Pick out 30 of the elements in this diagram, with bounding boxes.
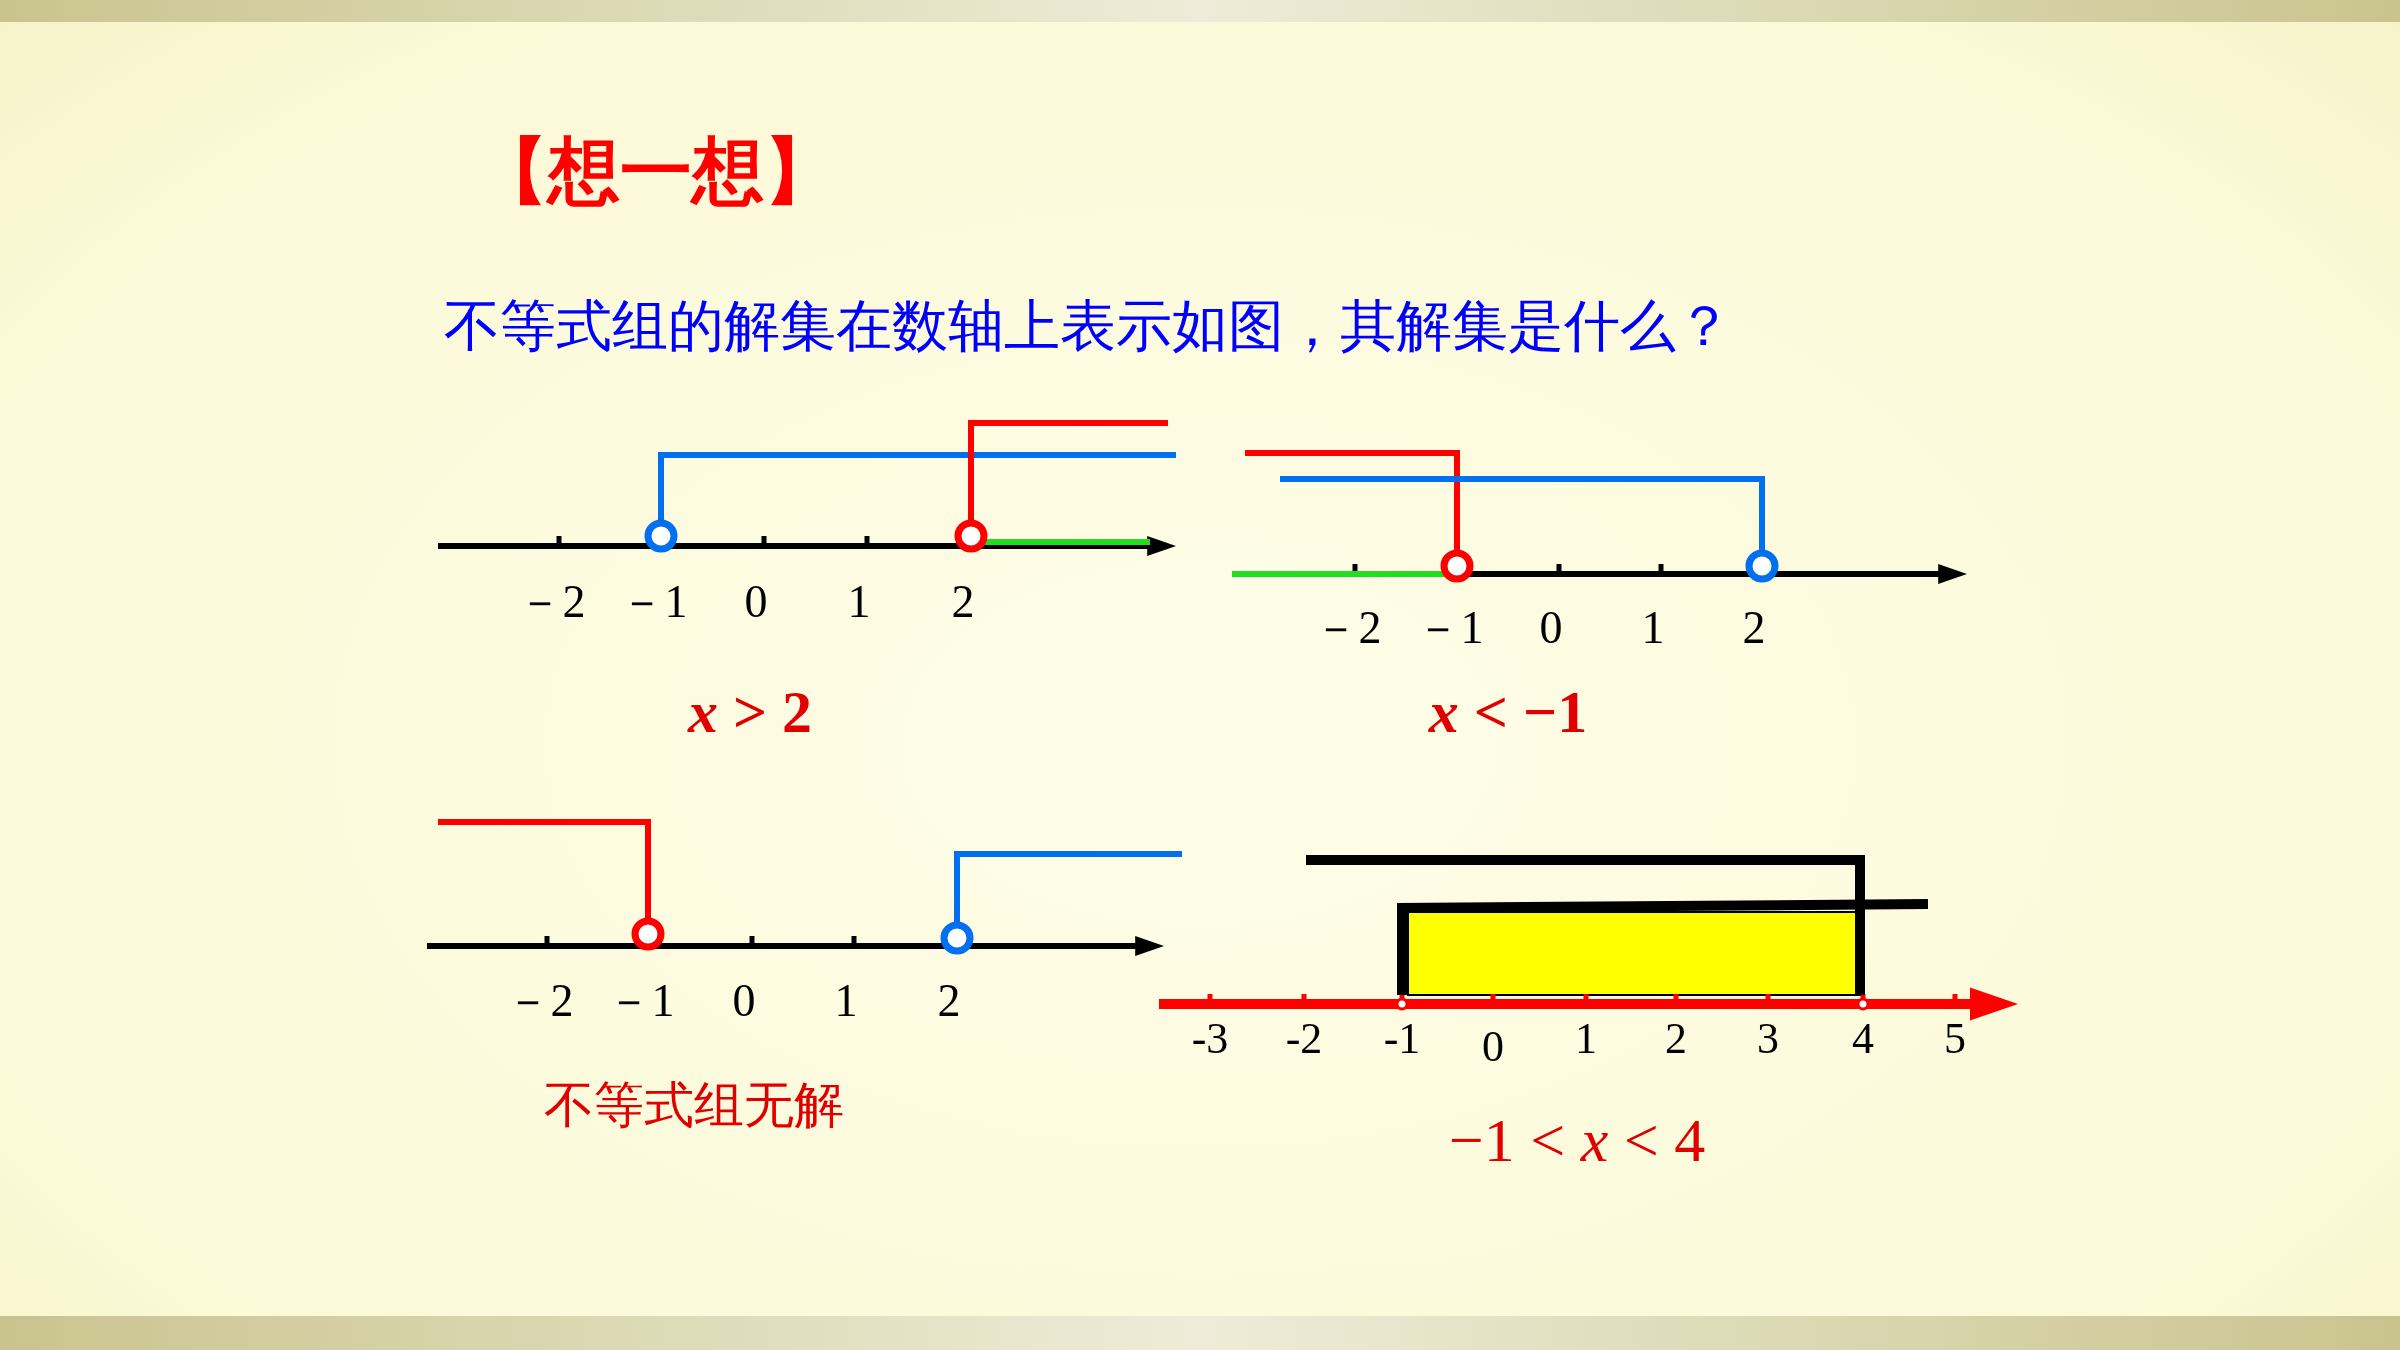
tick-label: 0 [1539, 605, 1563, 651]
tick-label: 2 [1742, 605, 1766, 651]
tick-label: －1 [1414, 605, 1484, 651]
tick-label: 5 [1944, 1017, 1966, 1061]
tick-label: -2 [1285, 1017, 1323, 1061]
tick-label: 2 [1665, 1017, 1687, 1061]
title: 【想一想】 [476, 135, 836, 207]
tick-label: －2 [516, 579, 586, 625]
tick-label: 1 [847, 579, 871, 625]
answer-text: x > 2 [687, 682, 813, 742]
answer-text: x < −1 [1428, 682, 1588, 742]
tick-label: 0 [1482, 1025, 1504, 1069]
tick-label: 3 [1757, 1017, 1779, 1061]
tick-label: －2 [504, 978, 574, 1024]
tick-label: 2 [937, 978, 961, 1024]
tick-label: -3 [1191, 1017, 1229, 1061]
tick-label: 2 [951, 579, 975, 625]
tick-label: 1 [1641, 605, 1665, 651]
answer-text: −1 < x < 4 [1448, 1109, 1706, 1171]
tick-label: 0 [744, 579, 768, 625]
tick-label: －1 [605, 978, 675, 1024]
tick-label: 1 [834, 978, 858, 1024]
tick-label: －2 [1312, 605, 1382, 651]
answer-text: 不等式组无解 [544, 1080, 844, 1130]
question-text: 不等式组的解集在数轴上表示如图，其解集是什么？ [444, 298, 1732, 354]
tick-label: 4 [1852, 1017, 1874, 1061]
tick-label: -1 [1383, 1017, 1421, 1061]
tick-label: 0 [732, 978, 756, 1024]
tick-label: －1 [618, 579, 688, 625]
tick-label: 1 [1575, 1017, 1597, 1061]
